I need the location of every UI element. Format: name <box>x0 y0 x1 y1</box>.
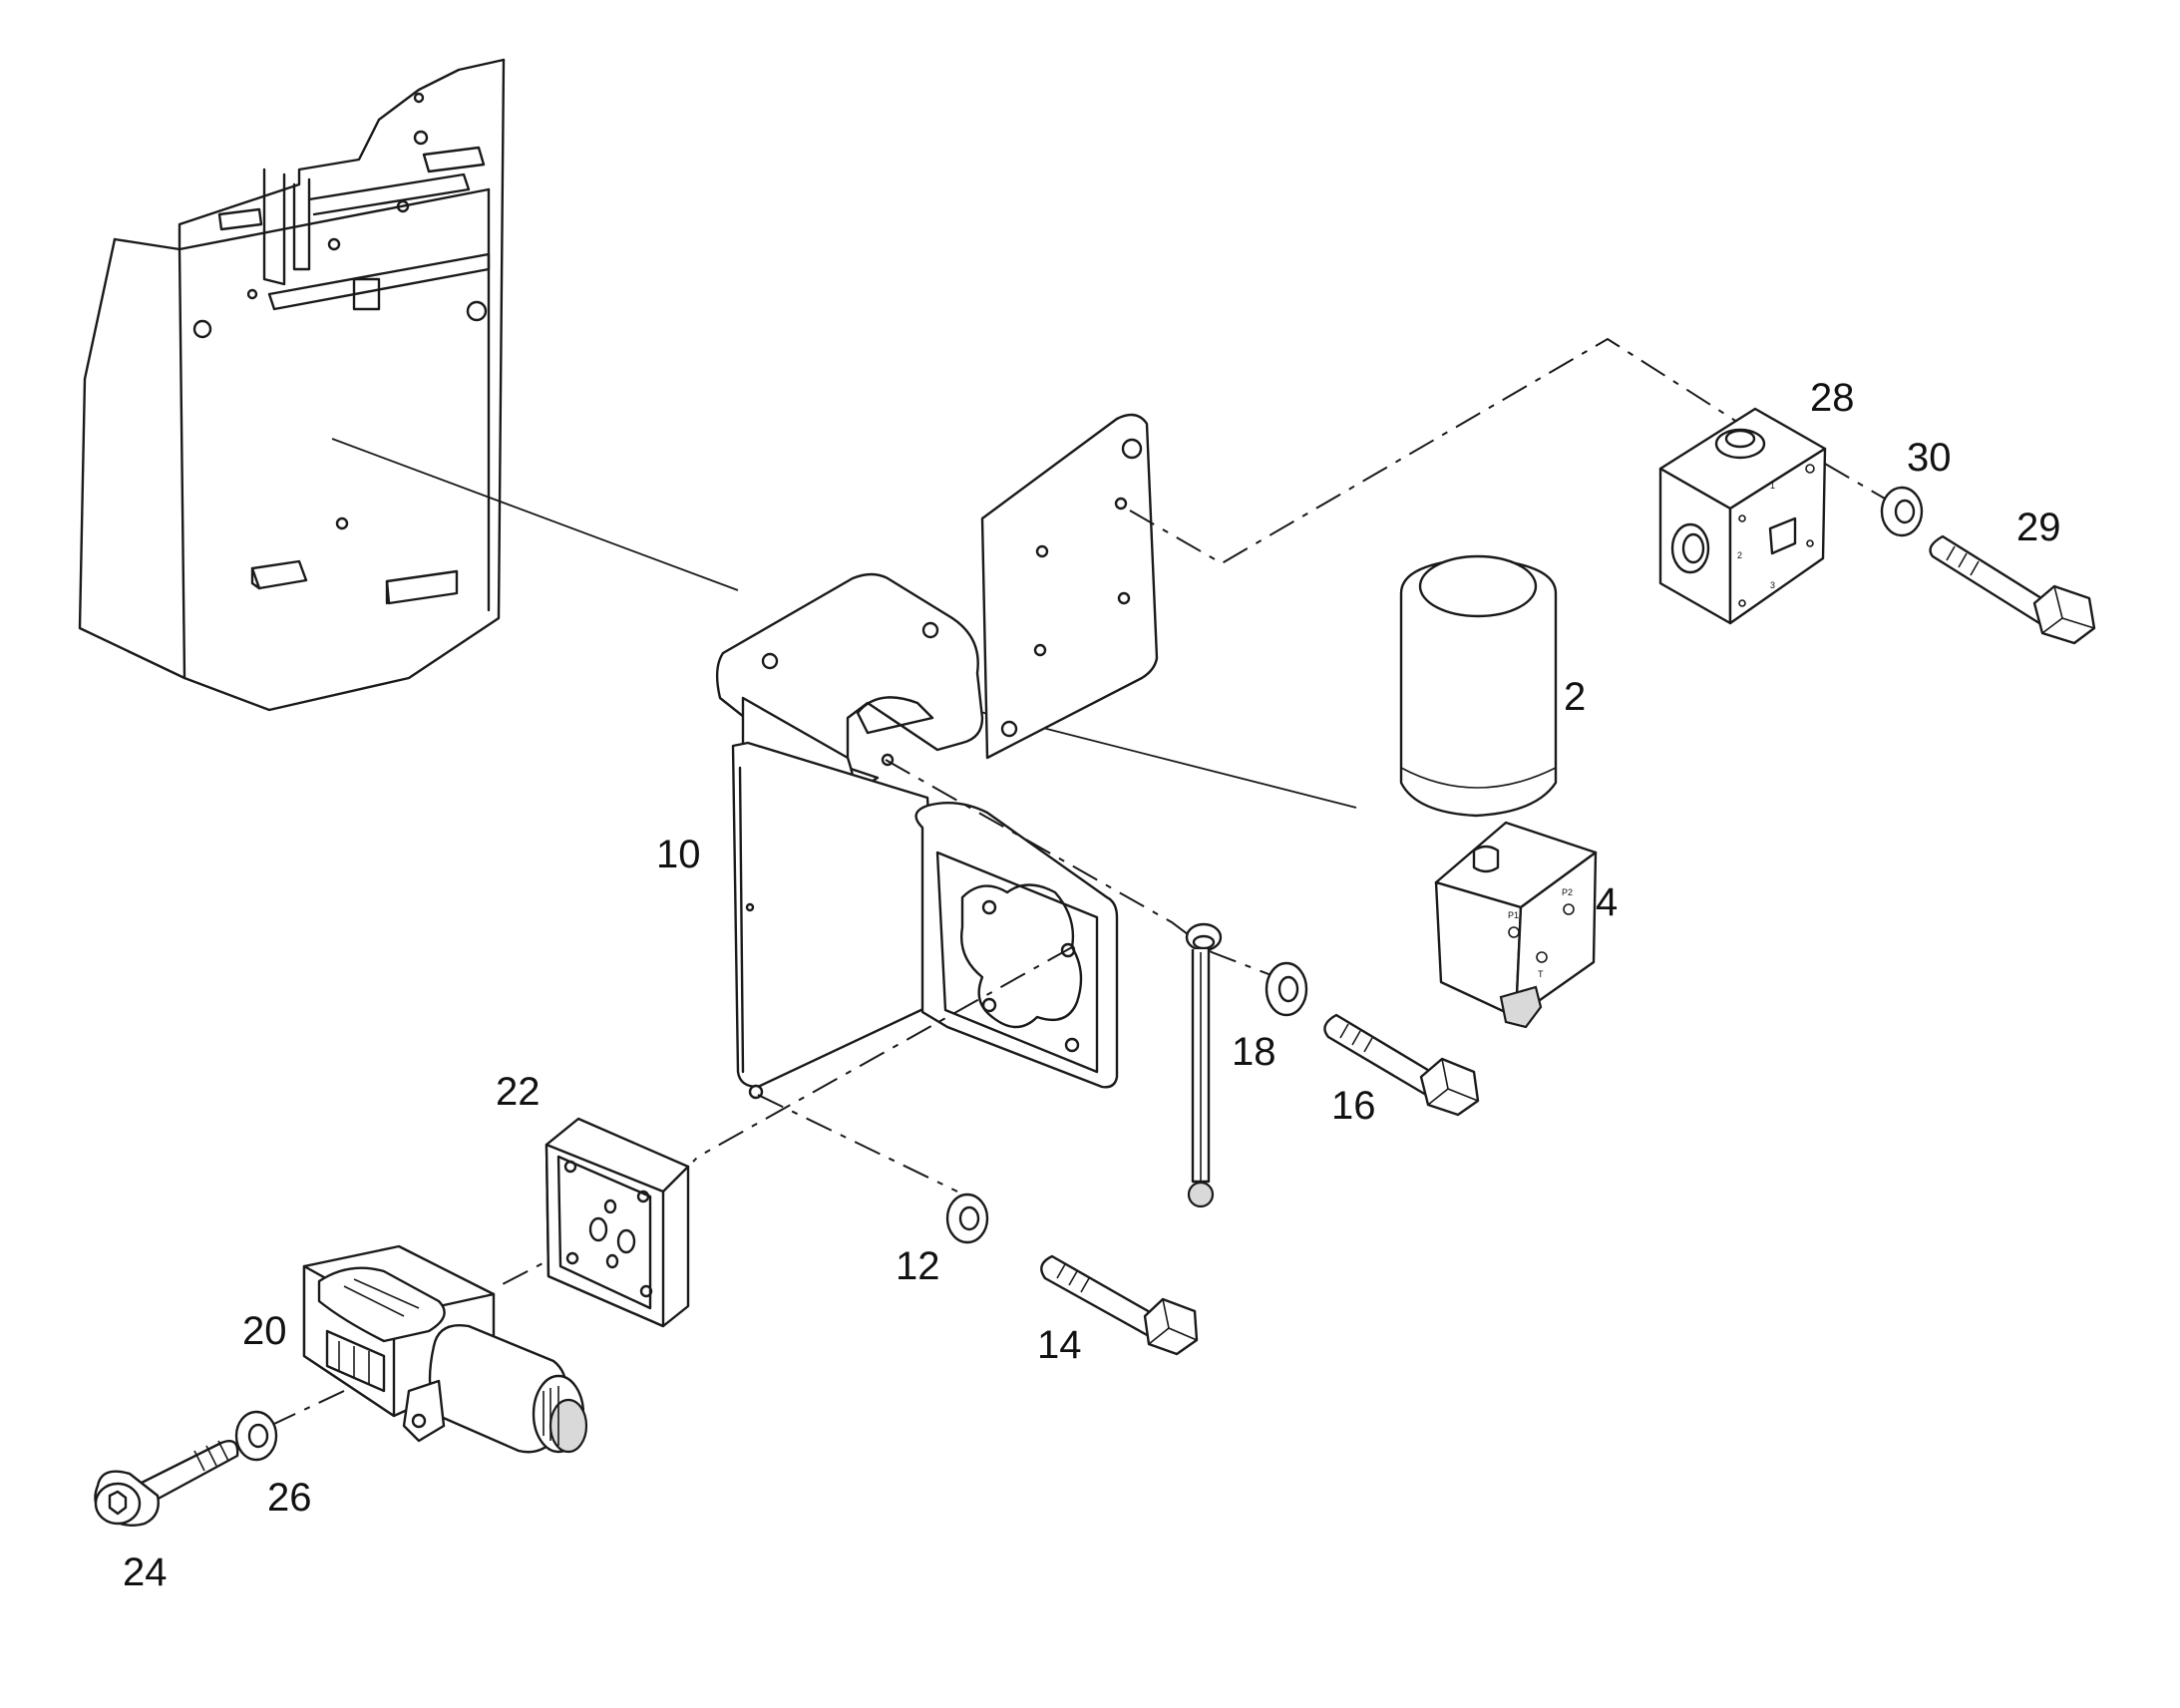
sight-level-indicator <box>1185 922 1223 1208</box>
valve-4-port-t: T <box>1538 969 1544 979</box>
part-12-washer <box>945 1193 989 1244</box>
part-4-valve-block: P1 P2 T <box>1434 821 1598 1029</box>
assembly-line-28 <box>1129 337 1741 565</box>
assembly-line-18 <box>885 759 1277 978</box>
valve-4-port-p2: P2 <box>1562 887 1573 897</box>
callout-30: 30 <box>1907 436 1952 480</box>
part-22-adapter-plate <box>545 1117 690 1328</box>
callout-24: 24 <box>123 1550 168 1594</box>
callout-12: 12 <box>896 1244 940 1288</box>
assembly-line-22 <box>692 946 1073 1163</box>
valve-28-port-2: 2 <box>1737 550 1742 560</box>
assembly-line-12 <box>757 1094 958 1193</box>
part-2-accumulator <box>1399 554 1558 818</box>
cabinet-panel <box>78 58 506 712</box>
part-10-mounting-bracket <box>715 413 1159 1100</box>
part-16-bolt <box>1323 1013 1480 1117</box>
callout-14: 14 <box>1037 1323 1082 1367</box>
callout-10: 10 <box>656 833 701 876</box>
part-18-washer <box>1265 961 1308 1017</box>
part-14-bolt <box>1040 1254 1199 1356</box>
callout-18: 18 <box>1232 1030 1276 1074</box>
callout-28: 28 <box>1810 376 1855 420</box>
valve-28-port-1: 1 <box>1770 481 1775 491</box>
part-28-shuttle-valve: 1 2 3 <box>1658 407 1827 625</box>
part-20-solenoid-valve <box>302 1244 588 1454</box>
part-24-cap-screw <box>94 1439 239 1528</box>
valve-28-port-3: 3 <box>1770 580 1775 590</box>
assembly-line-30 <box>1824 463 1886 500</box>
part-29-bolt <box>1929 534 2096 645</box>
part-26-washer <box>234 1410 278 1462</box>
callout-2: 2 <box>1564 675 1586 719</box>
callout-4: 4 <box>1596 880 1618 924</box>
callout-22: 22 <box>496 1070 541 1114</box>
callout-29: 29 <box>2016 506 2061 549</box>
callout-16: 16 <box>1331 1084 1376 1128</box>
part-30-washer <box>1880 486 1924 537</box>
valve-4-port-p1: P1 <box>1508 910 1519 920</box>
leader-cabinet-to-bracket <box>331 438 739 591</box>
callout-26: 26 <box>267 1476 312 1520</box>
callout-20: 20 <box>242 1309 287 1353</box>
